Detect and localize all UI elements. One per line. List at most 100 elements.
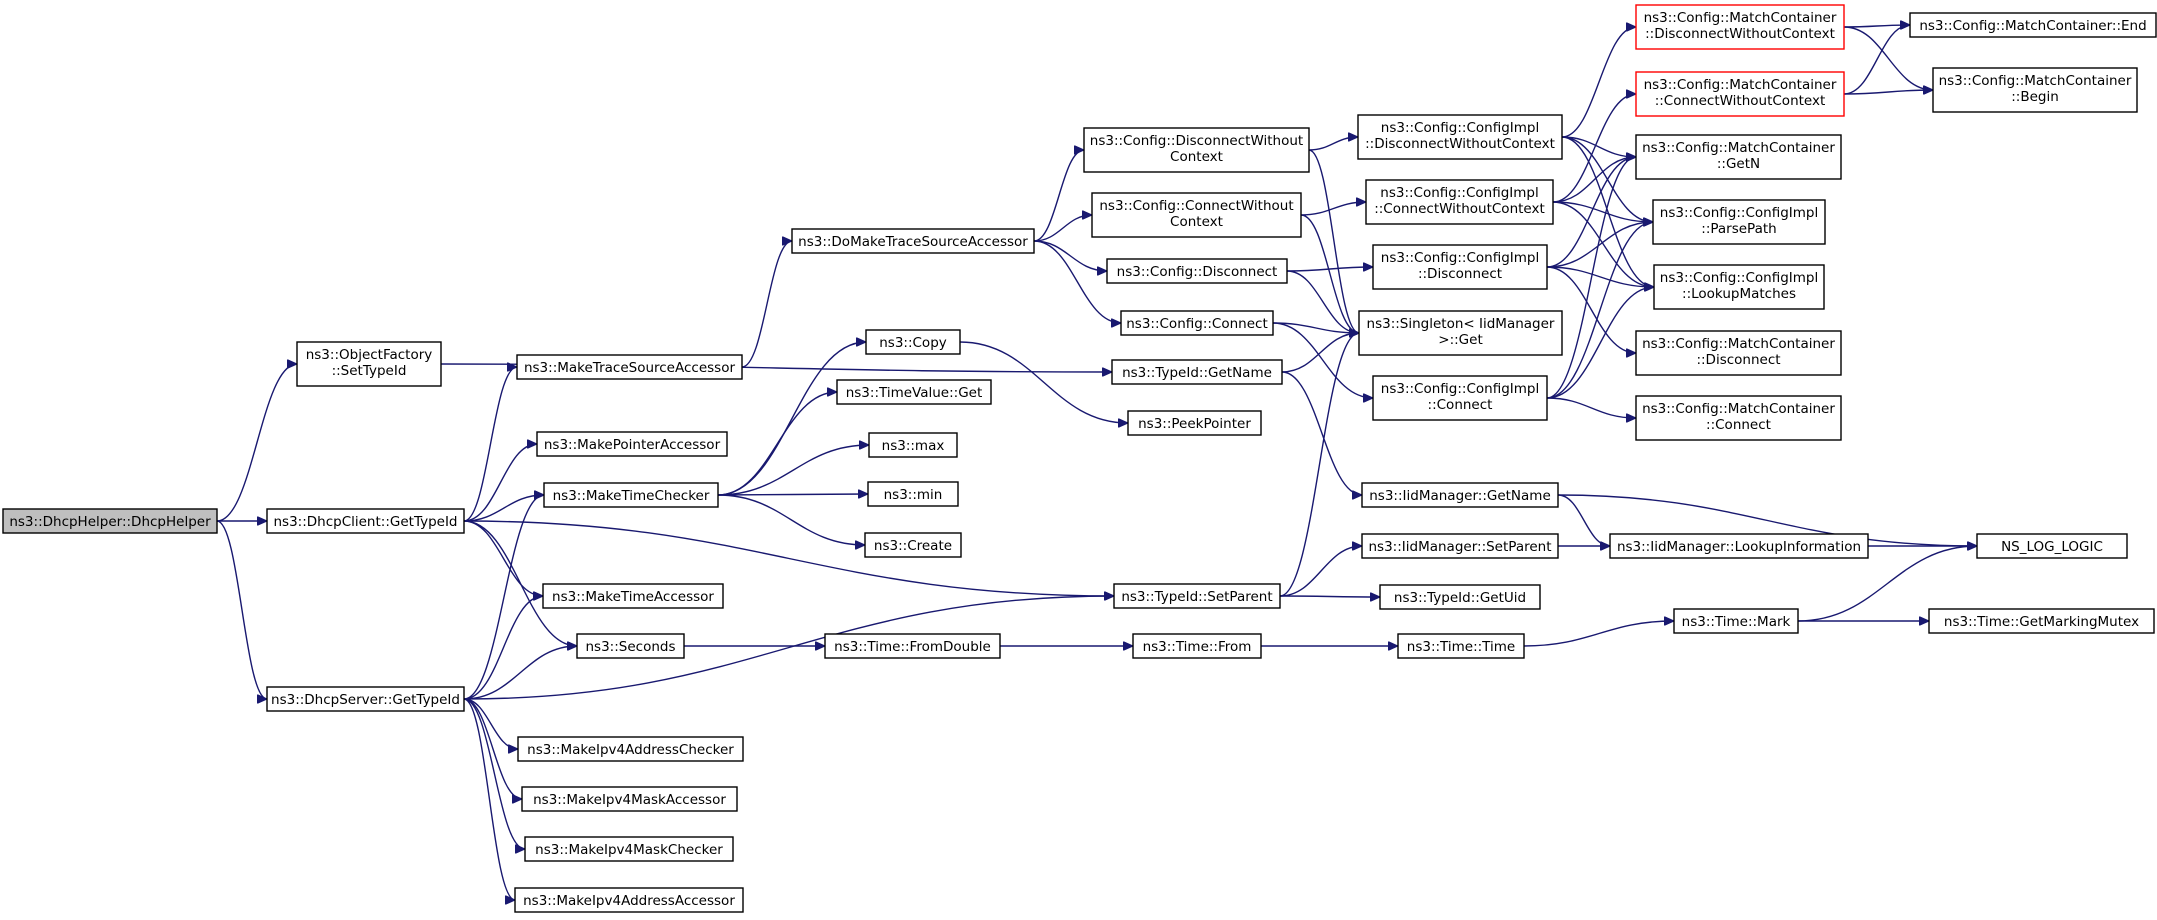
node-label: Context	[1170, 214, 1223, 230]
node-cfgconnect[interactable]: ns3::Config::Connect	[1120, 310, 1274, 336]
node-timefrom[interactable]: ns3::Time::From	[1132, 633, 1262, 659]
node-implConn[interactable]: ns3::Config::ConfigImpl::Connect	[1372, 375, 1548, 421]
node-iidgetname[interactable]: ns3::IidManager::GetName	[1361, 482, 1559, 508]
node-label: ns3::DoMakeTraceSourceAccessor	[798, 234, 1028, 250]
edge-cfgdiscwoctx-to-implDiscWo	[1308, 137, 1358, 151]
node-box	[576, 633, 685, 659]
node-seconds[interactable]: ns3::Seconds	[576, 633, 685, 659]
node-getmarkingmutex[interactable]: ns3::Time::GetMarkingMutex	[1928, 608, 2155, 634]
node-box	[521, 786, 738, 812]
edge-implConnWo-to-parsepath	[1552, 201, 1653, 222]
node-label: ::Connect	[1428, 397, 1493, 413]
node-mkipv4maskchk[interactable]: ns3::MakeIpv4MaskChecker	[524, 836, 734, 862]
node-label: ns3::Config::ConfigImpl	[1380, 185, 1538, 201]
node-label: ns3::DhcpServer::GetTypeId	[271, 692, 460, 708]
node-mcDiscWo[interactable]: ns3::Config::MatchContainer::DisconnectW…	[1635, 4, 1845, 50]
node-create[interactable]: ns3::Create	[864, 532, 962, 558]
node-label: ns3::MakeTraceSourceAccessor	[524, 360, 735, 376]
node-dhcphelper[interactable]: ns3::DhcpHelper::DhcpHelper	[2, 508, 218, 534]
node-maketimechk[interactable]: ns3::MakeTimeChecker	[543, 482, 719, 508]
node-makeptracc[interactable]: ns3::MakePointerAccessor	[536, 431, 728, 457]
node-label: ns3::Time::FromDouble	[834, 639, 991, 655]
node-mcDisconnect[interactable]: ns3::Config::MatchContainer::Disconnect	[1635, 330, 1842, 376]
node-box	[1653, 264, 1825, 310]
node-max[interactable]: ns3::max	[868, 432, 958, 458]
node-box	[1361, 482, 1559, 508]
node-box	[1635, 330, 1842, 376]
node-implDiscWo[interactable]: ns3::Config::ConfigImpl::DisconnectWitho…	[1357, 114, 1563, 160]
node-nsloglogic[interactable]: NS_LOG_LOGIC	[1976, 533, 2128, 559]
node-label: ns3::max	[882, 438, 945, 454]
node-cfgconnwoctx[interactable]: ns3::Config::ConnectWithoutContext	[1091, 192, 1302, 238]
node-cfgdisconnect[interactable]: ns3::Config::Disconnect	[1106, 258, 1288, 284]
node-domaketrace[interactable]: ns3::DoMakeTraceSourceAccessor	[791, 228, 1035, 254]
node-mcGetN[interactable]: ns3::Config::MatchContainer::GetN	[1635, 134, 1842, 180]
node-timevalueget[interactable]: ns3::TimeValue::Get	[836, 379, 992, 405]
edge-dhcpserver-to-mkipv4maskchk	[463, 698, 525, 849]
node-mkipv4addrchk[interactable]: ns3::MakeIpv4AddressChecker	[517, 736, 744, 762]
node-mcConnWo[interactable]: ns3::Config::MatchContainer::ConnectWith…	[1635, 71, 1845, 117]
node-label: ::LookupMatches	[1682, 286, 1796, 302]
node-mcEnd[interactable]: ns3::Config::MatchContainer::End	[1909, 12, 2157, 38]
node-box	[1397, 633, 1525, 659]
edge-dhcpclient-to-maketimeacc	[463, 520, 543, 596]
node-mkipv4addracc[interactable]: ns3::MakeIpv4AddressAccessor	[514, 887, 744, 913]
node-box	[1379, 584, 1541, 610]
node-label: ns3::Config::Connect	[1126, 316, 1268, 332]
node-mcBegin[interactable]: ns3::Config::MatchContainer::Begin	[1932, 67, 2138, 113]
edge-dhcpclient-to-typeidsetparent	[463, 520, 1114, 596]
node-label: ::ConnectWithoutContext	[1655, 93, 1826, 109]
node-box	[1106, 258, 1288, 284]
node-timemark[interactable]: ns3::Time::Mark	[1673, 608, 1799, 634]
node-label: ::ConnectWithoutContext	[1374, 201, 1545, 217]
node-label: ns3::min	[884, 487, 943, 503]
node-box	[517, 736, 744, 762]
node-dhcpclient[interactable]: ns3::DhcpClient::GetTypeId	[266, 508, 465, 534]
node-label: ns3::Config::MatchContainer	[1642, 401, 1835, 417]
node-lookupmatches[interactable]: ns3::Config::ConfigImpl::LookupMatches	[1653, 264, 1825, 310]
node-label: ns3::Config::ConfigImpl	[1381, 120, 1539, 136]
edge-maketracesrc-to-domaketrace	[741, 241, 792, 368]
edge-implDisc-to-mcGetN	[1546, 157, 1636, 268]
node-label: ns3::MakeIpv4AddressChecker	[527, 742, 734, 758]
node-typeidgetuid[interactable]: ns3::TypeId::GetUid	[1379, 584, 1541, 610]
node-maketracesrc[interactable]: ns3::MakeTraceSourceAccessor	[516, 354, 743, 380]
node-label: ::Begin	[2011, 89, 2059, 105]
node-peekpointer[interactable]: ns3::PeekPointer	[1127, 410, 1262, 436]
edge-dhcphelper-to-dhcpserver	[216, 520, 267, 699]
node-label: ns3::MakeIpv4MaskChecker	[535, 842, 723, 858]
edge-cfgconnect-to-singletonget	[1272, 322, 1359, 333]
edge-cfgdisconnect-to-implDisc	[1286, 267, 1373, 272]
node-singletonget[interactable]: ns3::Singleton< IidManager>::Get	[1358, 310, 1563, 356]
edge-typeidgetname-to-iidgetname	[1281, 371, 1362, 495]
node-objfactory[interactable]: ns3::ObjectFactory::SetTypeId	[296, 341, 442, 387]
node-implDisc[interactable]: ns3::Config::ConfigImpl::Disconnect	[1372, 244, 1548, 290]
node-copy[interactable]: ns3::Copy	[865, 329, 961, 355]
node-box	[1635, 134, 1842, 180]
node-label: ns3::Config::ConfigImpl	[1381, 381, 1539, 397]
node-maketimeacc[interactable]: ns3::MakeTimeAccessor	[542, 583, 724, 609]
edge-implConnWo-to-mcGetN	[1552, 157, 1636, 203]
node-mkipv4maskacc[interactable]: ns3::MakeIpv4MaskAccessor	[521, 786, 738, 812]
node-implConnWo[interactable]: ns3::Config::ConfigImpl::ConnectWithoutC…	[1365, 179, 1554, 225]
node-box	[1673, 608, 1799, 634]
node-mcConnect[interactable]: ns3::Config::MatchContainer::Connect	[1635, 395, 1842, 441]
node-dhcpserver[interactable]: ns3::DhcpServer::GetTypeId	[266, 686, 465, 712]
edge-domaketrace-to-cfgconnect	[1033, 240, 1121, 323]
node-typeidsetparent[interactable]: ns3::TypeId::SetParent	[1113, 583, 1281, 609]
node-timetime[interactable]: ns3::Time::Time	[1397, 633, 1525, 659]
edge-timetime-to-timemark	[1523, 621, 1674, 647]
node-min[interactable]: ns3::min	[867, 481, 959, 507]
node-fromdouble[interactable]: ns3::Time::FromDouble	[824, 633, 1001, 659]
node-parsepath[interactable]: ns3::Config::ConfigImpl::ParsePath	[1652, 199, 1826, 245]
edge-implDiscWo-to-mcDiscWo	[1561, 27, 1636, 138]
edge-implConn-to-parsepath	[1546, 222, 1653, 399]
node-iidlookup[interactable]: ns3::IidManager::LookupInformation	[1609, 533, 1869, 559]
node-iidsetparent[interactable]: ns3::IidManager::SetParent	[1361, 533, 1559, 559]
node-label: ns3::DhcpClient::GetTypeId	[273, 514, 457, 530]
node-cfgdiscwoctx[interactable]: ns3::Config::DisconnectWithoutContext	[1083, 127, 1310, 173]
node-typeidgetname[interactable]: ns3::TypeId::GetName	[1111, 359, 1283, 385]
edge-dhcpserver-to-mkipv4addrchk	[463, 698, 518, 749]
node-label: >::Get	[1438, 332, 1482, 348]
node-label: ns3::DhcpHelper::DhcpHelper	[9, 514, 211, 530]
